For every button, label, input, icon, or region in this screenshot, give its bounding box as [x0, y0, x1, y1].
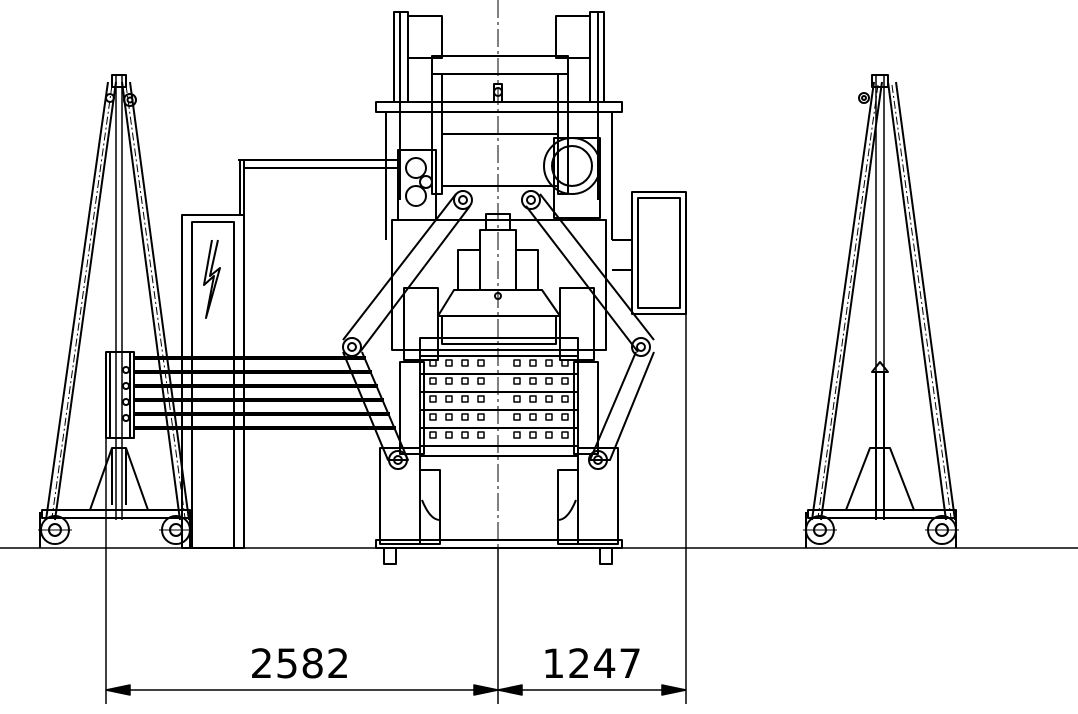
pivot-joint — [521, 190, 541, 210]
pivot-joint — [453, 190, 473, 210]
dimension-lines — [105, 300, 687, 704]
gripper-arms — [342, 190, 655, 470]
machine-base-legs — [375, 447, 623, 565]
clamp-block — [399, 287, 599, 457]
dimension-label-left: 2582 — [249, 642, 351, 688]
lightning-bolt-icon — [203, 239, 221, 319]
machine-mast — [375, 11, 687, 351]
pivot-joint — [388, 450, 408, 470]
electrical-cabinet — [181, 159, 400, 549]
left-a-frame-stand — [38, 74, 193, 548]
dimension-label-right: 1247 — [541, 642, 643, 688]
right-a-frame-stand — [803, 74, 959, 548]
pivot-joint — [631, 337, 651, 357]
hydraulic-cylinder — [437, 213, 561, 345]
bolt-rack — [105, 351, 396, 439]
pivot-joint — [342, 337, 362, 357]
